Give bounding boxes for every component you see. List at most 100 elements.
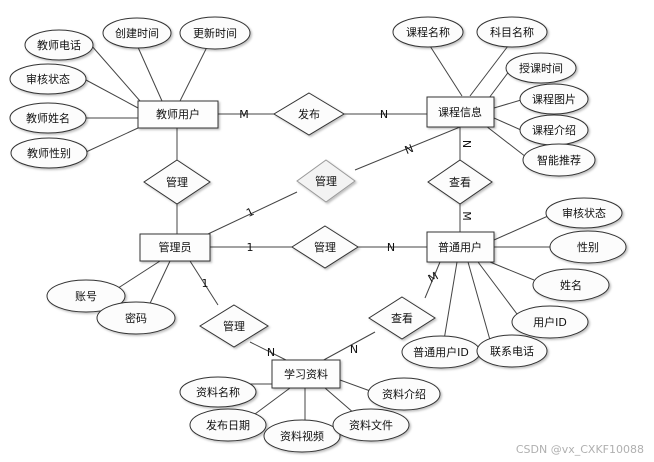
- entity-course-info-label: 课程信息: [438, 105, 482, 119]
- rel-manage-user-label: 管理: [314, 240, 336, 254]
- attr-publish-date: 发布日期: [189, 408, 267, 442]
- attr-course-intro: 课程介绍: [519, 114, 589, 146]
- attr-teacher-name: 教师姓名: [9, 102, 87, 134]
- entity-teacher-user-label: 教师用户: [156, 107, 200, 121]
- attr-material-video: 资料视频: [263, 419, 341, 453]
- attr-contact-phone-label: 联系电话: [490, 345, 534, 358]
- entity-admin: 管理员: [139, 233, 211, 262]
- attr-material-name-label: 资料名称: [196, 385, 240, 399]
- rel-publish-label: 发布: [298, 107, 320, 121]
- rel-view-material: 查看: [368, 296, 436, 340]
- attr-account-label: 账号: [75, 290, 97, 303]
- edge-manage-material-material: [249, 341, 291, 363]
- attr-user-id-label: 用户ID: [533, 315, 567, 329]
- rel-view-course: 查看: [427, 159, 493, 205]
- attr-teacher-review: 审核状态: [9, 63, 87, 95]
- attr-normal-user-id-label: 普通用户ID: [413, 345, 469, 359]
- edge-admin-manage-material: [189, 260, 219, 306]
- attr-gender-label: 性别: [577, 240, 599, 254]
- edge-lesson-time: [488, 69, 511, 99]
- attr-created-time-label: 创建时间: [115, 26, 159, 40]
- attr-material-name: 资料名称: [179, 376, 257, 408]
- attr-updated-time: 更新时间: [179, 16, 251, 50]
- card-manage-material-material: N: [267, 346, 275, 359]
- card-manage-user-admin: 1: [247, 241, 254, 254]
- edge-subject-name: [469, 45, 509, 97]
- entity-study-material-label: 学习资料: [284, 367, 328, 381]
- edge-teacher-review: [85, 79, 139, 109]
- attr-updated-time-label: 更新时间: [193, 26, 237, 40]
- card-view-material-user: M: [426, 269, 441, 285]
- attr-material-intro-label: 资料介绍: [382, 387, 426, 401]
- edge-normal-user-id: [443, 261, 458, 341]
- entity-study-material: 学习资料: [271, 359, 341, 389]
- entity-normal-user-label: 普通用户: [438, 240, 482, 254]
- connectors: [85, 44, 550, 420]
- card-publish-course: N: [380, 108, 388, 121]
- attr-teacher-phone-label: 教师电话: [37, 39, 81, 52]
- edge-view-material-material: [319, 331, 376, 363]
- attr-password: 密码: [96, 301, 176, 335]
- attr-name-label: 姓名: [560, 278, 582, 292]
- edge-material-file: [324, 387, 356, 415]
- edge-teacher-gender: [85, 127, 139, 153]
- edge-name: [489, 261, 535, 281]
- rel-manage-course-label: 管理: [315, 174, 337, 188]
- edge-teacher-phone: [90, 44, 141, 102]
- attr-account: 账号: [46, 279, 126, 313]
- card-publish-teacher: M: [239, 108, 249, 121]
- attr-user-review: 审核状态: [545, 197, 623, 229]
- attr-course-name: 课程名称: [392, 16, 464, 48]
- attr-teacher-phone: 教师电话: [24, 29, 94, 61]
- card-manage-course-admin: 1: [244, 205, 256, 220]
- attr-teacher-name-label: 教师姓名: [26, 111, 70, 125]
- edge-user-id: [477, 261, 521, 319]
- attr-subject-name: 科目名称: [476, 16, 548, 48]
- edge-manage-course-course: [354, 126, 461, 171]
- edge-publish-date: [254, 387, 291, 415]
- attr-material-intro: 资料介绍: [367, 377, 441, 411]
- attr-lesson-time-label: 授课时间: [519, 61, 563, 75]
- attr-course-name-label: 课程名称: [406, 25, 450, 39]
- attr-smart-recommend-label: 智能推荐: [537, 153, 581, 167]
- edge-user-review: [493, 215, 549, 241]
- attr-course-image: 课程图片: [519, 83, 589, 115]
- card-view-material-material: N: [350, 343, 358, 356]
- attr-course-intro-label: 课程介绍: [532, 123, 576, 137]
- entity-normal-user: 普通用户: [426, 231, 495, 263]
- attr-normal-user-id: 普通用户ID: [401, 335, 481, 369]
- attr-gender: 性别: [549, 230, 627, 264]
- attr-lesson-time: 授课时间: [505, 52, 577, 84]
- entity-course-info: 课程信息: [426, 96, 495, 128]
- edge-course-image: [493, 99, 522, 109]
- attr-contact-phone: 联系电话: [476, 334, 548, 368]
- attr-created-time: 创建时间: [102, 17, 172, 49]
- attr-password-label: 密码: [125, 311, 147, 325]
- card-manage-course-course: N: [403, 142, 416, 157]
- rel-manage-material: 管理: [199, 304, 269, 348]
- rel-manage-teacher: 管理: [143, 159, 211, 205]
- edge-account: [111, 260, 161, 293]
- card-manage-user-user: N: [387, 241, 395, 254]
- attr-user-id: 用户ID: [511, 305, 589, 339]
- rel-publish: 发布: [273, 92, 345, 136]
- attr-material-file: 资料文件: [332, 408, 410, 442]
- card-manage-material-admin: 1: [202, 277, 209, 290]
- attr-teacher-gender-label: 教师性别: [27, 146, 71, 160]
- edge-created-time: [136, 44, 163, 102]
- edge-admin-manage-course: [207, 191, 298, 235]
- attr-publish-date-label: 发布日期: [206, 418, 250, 432]
- rel-manage-user: 管理: [291, 225, 359, 269]
- attr-subject-name-label: 科目名称: [490, 25, 534, 39]
- rel-view-course-label: 查看: [449, 175, 471, 189]
- attr-material-file-label: 资料文件: [349, 418, 393, 432]
- rel-view-material-label: 查看: [391, 311, 413, 325]
- edge-contact-phone: [467, 261, 491, 341]
- card-view-course-user: M: [460, 211, 473, 221]
- card-view-course-course: N: [460, 140, 473, 148]
- edge-smart-recommend: [485, 125, 527, 158]
- edge-user-view-material: [424, 261, 441, 299]
- rel-manage-teacher-label: 管理: [166, 175, 188, 189]
- attr-teacher-review-label: 审核状态: [26, 72, 70, 86]
